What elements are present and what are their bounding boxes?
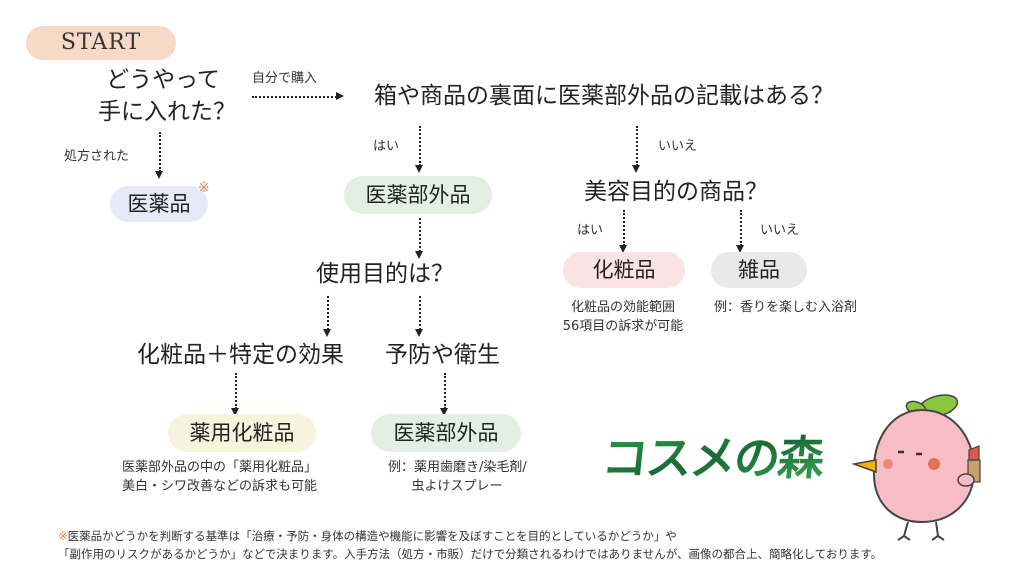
note-medicated-cosmetic-line1: 医薬部外品の中の「薬用化粧品」 — [122, 460, 318, 475]
label-no-beauty: いいえ — [760, 223, 800, 238]
question-how-line1: どうやって — [106, 67, 220, 93]
arrow-to-cosmetic — [619, 210, 627, 253]
label-no-quasi: いいえ — [658, 139, 698, 154]
footnote-line2: 「副作用のリスクがあるかどうか」などで決まります。入手方法（処方・市販）だけで分… — [58, 547, 883, 561]
node-quasi-drug-2: 医薬部外品 — [371, 414, 521, 452]
arrow-to-cosmetic-effect — [323, 296, 331, 337]
node-misc-label: 雑品 — [738, 258, 780, 282]
mascot-graphic — [851, 394, 981, 541]
logo-graphic: コスメの森 — [599, 431, 828, 485]
node-drug-label: 医薬品 — [127, 192, 191, 216]
note-cosmetic-line1: 化粧品の効能範囲 — [570, 300, 675, 315]
arrow-to-medicated-cosmetic — [231, 373, 239, 416]
footnote-line1: ※医薬品かどうかを判断する基準は「治療・予防・身体の構造や機能に影響を及ぼすこと… — [58, 528, 677, 544]
note-quasi-drug-2-line2: 虫よけスプレー — [411, 479, 503, 494]
node-cosmetic: 化粧品 — [563, 252, 685, 288]
question-quasi-label: 箱や商品の裏面に医薬部外品の記載はある？ — [374, 83, 834, 109]
node-drug-footnote-mark: ※ — [198, 180, 210, 196]
mascot-peach-bird — [851, 392, 992, 542]
label-yes-quasi: はい — [373, 139, 400, 154]
note-cosmetic-line2: 56項目の訴求が可能 — [562, 319, 684, 334]
note-medicated-cosmetic-line2: 美白・シワ改善などの訴求も可能 — [122, 479, 318, 494]
logo-cosme-no-mori: コスメの森 — [599, 422, 834, 490]
option-cosmetic-effect: 化粧品＋特定の効果 — [137, 342, 344, 368]
node-drug: 医薬品 — [110, 186, 208, 222]
node-misc: 雑品 — [711, 252, 807, 288]
node-cosmetic-label: 化粧品 — [592, 258, 656, 282]
label-self-purchase: 自分で購入 — [252, 71, 318, 86]
arrow-to-beauty-question — [632, 126, 640, 173]
note-quasi-drug-2-line1: 例：薬用歯磨き/染毛剤/ — [388, 460, 527, 475]
node-quasi-drug: 医薬部外品 — [344, 176, 492, 214]
node-medicated-cosmetic: 薬用化粧品 — [168, 414, 316, 452]
node-quasi-drug-label: 医薬部外品 — [365, 183, 471, 207]
footnote-mark: ※ — [58, 529, 68, 543]
node-quasi-drug-2-label: 医薬部外品 — [393, 421, 499, 445]
note-misc: 例：香りを楽しむ入浴剤 — [714, 300, 858, 315]
question-how-line2: 手に入れた？ — [98, 99, 236, 125]
arrow-to-quasi-node-2 — [440, 373, 448, 416]
start-badge: START — [26, 26, 176, 60]
arrow-to-misc — [736, 210, 744, 253]
question-how-obtained: どうやって 手に入れた？ — [98, 64, 236, 128]
note-quasi-drug-2: 例：薬用歯磨き/染毛剤/ 虫よけスプレー — [388, 458, 527, 496]
note-cosmetic: 化粧品の効能範囲 56項目の訴求が可能 — [548, 298, 698, 336]
option-prevention-hygiene: 予防や衛生 — [385, 342, 500, 368]
note-medicated-cosmetic: 医薬部外品の中の「薬用化粧品」 美白・シワ改善などの訴求も可能 — [122, 458, 317, 496]
arrow-to-purpose — [415, 218, 423, 259]
question-beauty: 美容目的の商品？ — [584, 179, 768, 205]
node-medicated-cosmetic-label: 薬用化粧品 — [189, 421, 295, 445]
arrow-to-drug — [155, 132, 163, 179]
question-purpose: 使用目的は？ — [316, 261, 454, 287]
label-yes-beauty: はい — [577, 223, 604, 238]
arrow-to-prevent — [415, 296, 423, 337]
footnote-text1: 医薬品かどうかを判断する基準は「治療・予防・身体の構造や機能に影響を及ぼすことを… — [67, 529, 677, 543]
arrow-to-quasi-question — [252, 92, 344, 100]
logo-text: コスメの森 — [604, 431, 828, 485]
arrow-to-quasi-node — [415, 126, 423, 173]
label-prescribed: 処方された — [64, 149, 130, 164]
